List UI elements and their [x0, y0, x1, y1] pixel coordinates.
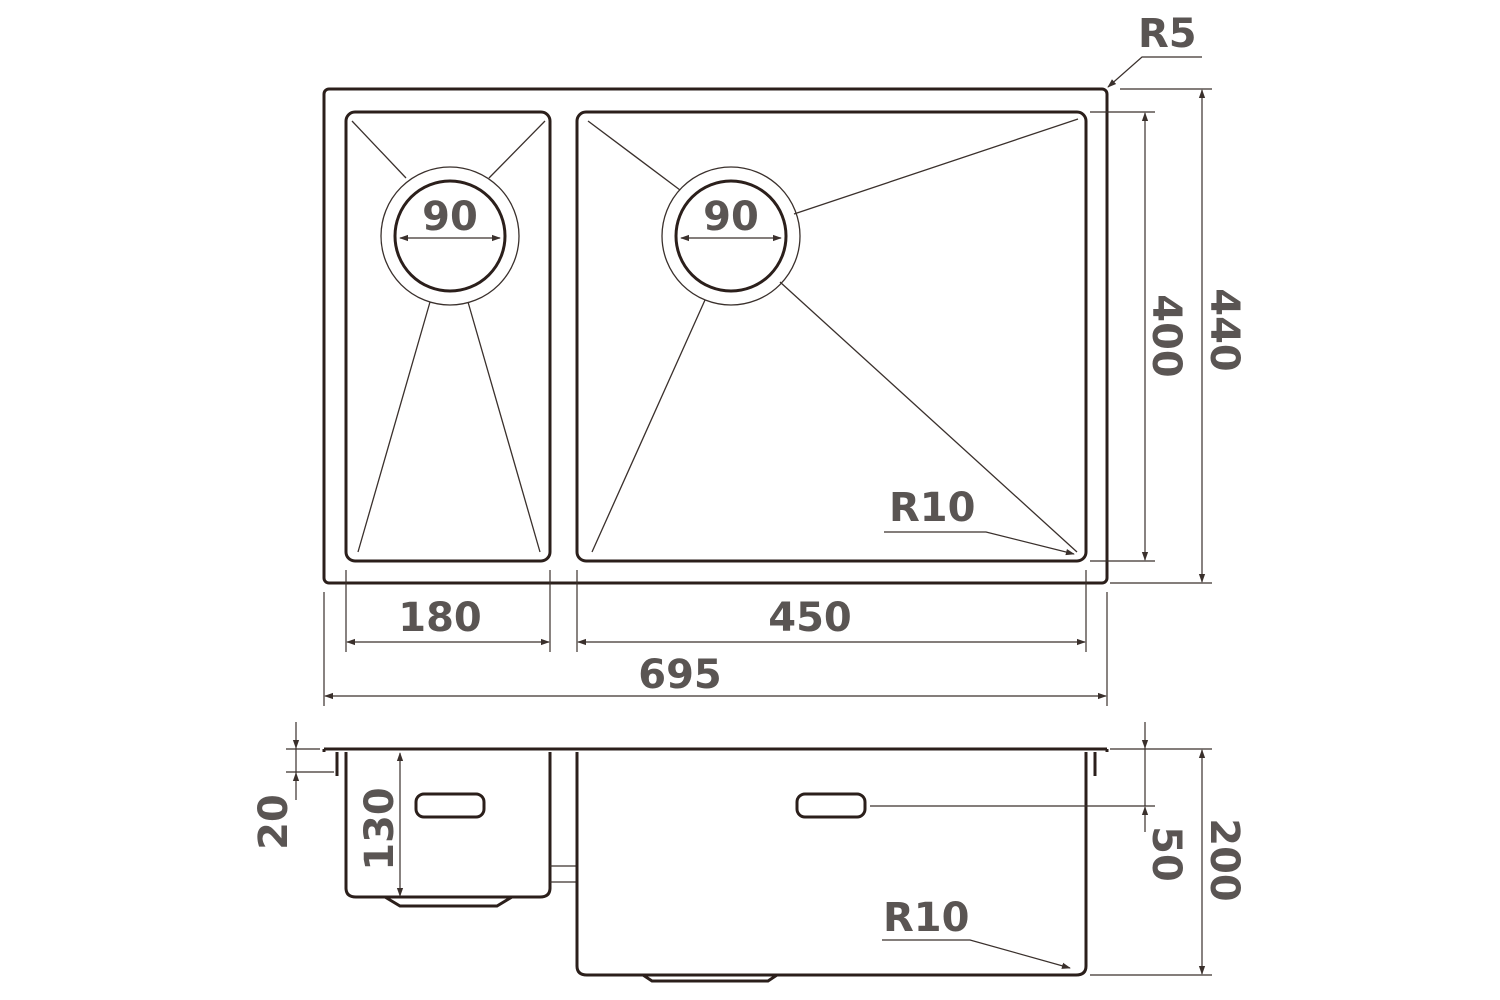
r10-leader-side	[882, 939, 1071, 969]
label-drain-small: 90	[422, 194, 478, 240]
large-bowl-top	[575, 110, 1088, 563]
label-450: 450	[768, 595, 852, 641]
dimension-labels: R5 90 90 R10 400 440 180 450 695 20 130 …	[251, 11, 1247, 941]
label-180: 180	[398, 595, 482, 641]
small-bowl-top	[344, 110, 552, 563]
label-20: 20	[251, 794, 297, 850]
label-50: 50	[1143, 826, 1189, 882]
sink-outer-rim	[322, 87, 1109, 585]
label-drain-large: 90	[703, 194, 759, 240]
overflow-slot-small	[414, 792, 486, 819]
label-r10-side: R10	[883, 895, 969, 941]
top-view	[322, 56, 1212, 706]
small-bowl-side	[344, 752, 552, 899]
label-400: 400	[1143, 294, 1189, 378]
label-695: 695	[638, 652, 722, 698]
r5-leader	[1107, 56, 1202, 88]
r10-leader-top	[884, 531, 1075, 556]
drain-circle-small	[380, 166, 520, 306]
label-r10-top: R10	[889, 485, 975, 531]
label-r5: R5	[1138, 11, 1197, 57]
label-440: 440	[1201, 288, 1247, 372]
drain-circle-large	[661, 166, 801, 306]
overflow-slot-large	[795, 792, 867, 819]
large-bowl-side	[575, 752, 1088, 977]
label-130: 130	[357, 787, 403, 871]
label-200: 200	[1201, 818, 1247, 902]
side-view	[286, 722, 1212, 983]
